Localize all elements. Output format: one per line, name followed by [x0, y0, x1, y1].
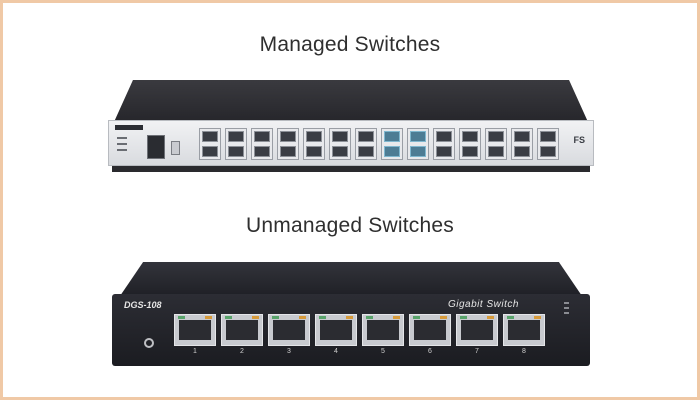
- ethernet-port: [503, 314, 545, 346]
- sfp-port-cage: [459, 128, 481, 160]
- sfp-port-cage: [511, 128, 533, 160]
- port-number-label: 6: [428, 348, 432, 355]
- managed-switch-console-area: [115, 125, 193, 161]
- sfp-port-cage: [407, 128, 429, 160]
- sfp-port-cage: [303, 128, 325, 160]
- managed-switch-top-panel: [114, 80, 588, 122]
- sfp-port-cage: [433, 128, 455, 160]
- fs-logo: FS: [573, 135, 585, 145]
- sfp-port-cage: [199, 128, 221, 160]
- management-port: [147, 135, 165, 159]
- ethernet-port: [221, 314, 263, 346]
- ethernet-port: [315, 314, 357, 346]
- sfp-port-cage: [225, 128, 247, 160]
- sfp-port-cage: [251, 128, 273, 160]
- ethernet-port: [268, 314, 310, 346]
- port-number-label: 3: [287, 348, 291, 355]
- managed-switch-base: [112, 166, 590, 172]
- unmanaged-switch-top-panel: [120, 262, 582, 296]
- port-number-label: 1: [193, 348, 197, 355]
- unmanaged-switch-front-panel: DGS-108 Gigabit Switch 1 2 3 4 5 6 7 8: [112, 294, 590, 366]
- gigabit-switch-label: Gigabit Switch: [448, 299, 519, 310]
- status-leds: [117, 137, 127, 155]
- status-leds: [564, 302, 569, 317]
- sfp-port-cage: [329, 128, 351, 160]
- sfp-port-cage: [381, 128, 403, 160]
- port-number-label: 2: [240, 348, 244, 355]
- ethernet-port: [409, 314, 451, 346]
- port-number-label: 8: [522, 348, 526, 355]
- port-number-label: 7: [475, 348, 479, 355]
- unmanaged-switches-title: Unmanaged Switches: [246, 214, 454, 237]
- ethernet-port: [174, 314, 216, 346]
- managed-switches-title: Managed Switches: [259, 33, 441, 56]
- model-label-strip: [115, 125, 143, 130]
- port-number-label: 5: [381, 348, 385, 355]
- power-icon: [144, 338, 154, 348]
- ethernet-port: [362, 314, 404, 346]
- usb-port: [171, 141, 180, 155]
- sfp-port-cage: [355, 128, 377, 160]
- unmanaged-switch-image: DGS-108 Gigabit Switch 1 2 3 4 5 6 7 8: [112, 262, 590, 370]
- sfp-port-cage: [277, 128, 299, 160]
- ethernet-port-row: 1 2 3 4 5 6 7 8: [174, 314, 554, 360]
- ethernet-port: [456, 314, 498, 346]
- managed-switch-image: FS: [108, 80, 594, 174]
- sfp-port-cage: [537, 128, 559, 160]
- sfp-port-cage: [485, 128, 507, 160]
- switch-model-label: DGS-108: [124, 300, 162, 310]
- managed-switch-front-panel: FS: [108, 120, 594, 166]
- port-number-label: 4: [334, 348, 338, 355]
- sfp-port-row: [199, 128, 561, 160]
